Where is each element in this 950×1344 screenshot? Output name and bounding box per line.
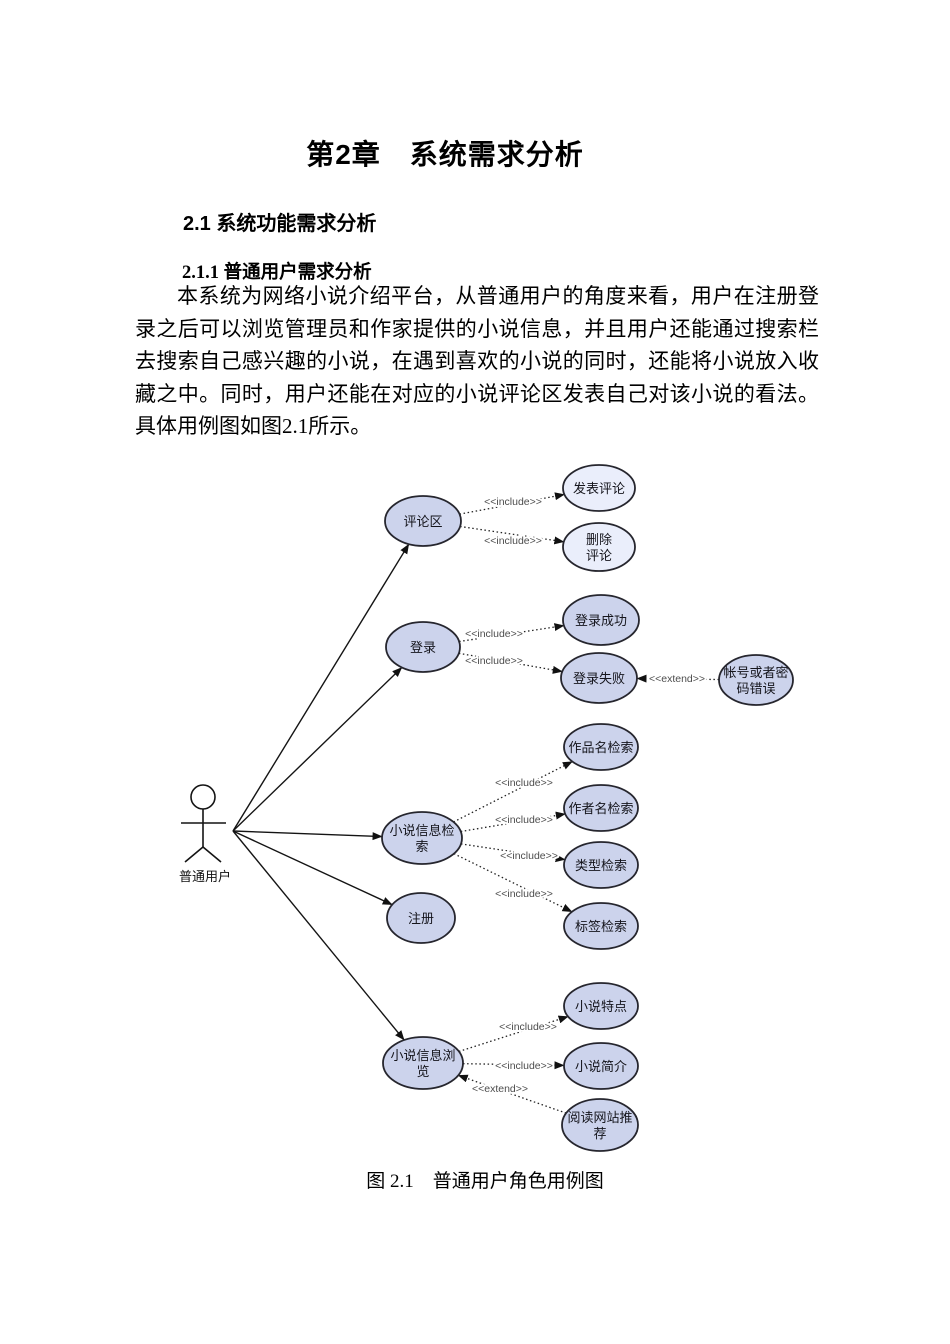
usecase-post-comment: 发表评论 bbox=[562, 464, 636, 512]
usecase-label-login-success: 登录成功 bbox=[575, 613, 627, 628]
usecase-label-search-by-title: 作品名检索 bbox=[568, 740, 633, 755]
usecase-label-login-fail: 登录失败 bbox=[573, 671, 625, 686]
usecase-label-post-comment: 发表评论 bbox=[573, 481, 625, 496]
usecase-label-wrong-account: 帐号或者密码错误 bbox=[723, 665, 788, 696]
association-line-comment-area bbox=[232, 543, 410, 832]
usecase-login-success: 登录成功 bbox=[562, 594, 640, 646]
usecase-ellipse-reading-site-rec bbox=[561, 1098, 639, 1152]
usecase-ellipse-register bbox=[386, 892, 456, 944]
association-line-novel-info-search bbox=[232, 830, 383, 841]
usecase-ellipse-comment-area bbox=[384, 495, 462, 547]
association-line-register bbox=[232, 830, 393, 906]
actor-left-leg bbox=[184, 846, 204, 863]
include-edge-login-to-login-fail bbox=[458, 652, 563, 674]
include-edge-novel-info-search-to-search-by-genre bbox=[460, 843, 566, 863]
include-stereotype-label: <<include>> bbox=[500, 850, 558, 862]
usecase-ellipse-novel-info-browse bbox=[382, 1036, 464, 1090]
usecase-novel-features: 小说特点 bbox=[563, 982, 639, 1030]
usecase-register: 注册 bbox=[386, 892, 456, 944]
usecase-label-comment-area: 评论区 bbox=[403, 514, 442, 529]
usecase-label-novel-intro: 小说简介 bbox=[575, 1059, 627, 1074]
extend-stereotype-label: <<extend>> bbox=[649, 673, 705, 685]
include-stereotype-label: <<include>> bbox=[484, 535, 542, 547]
usecase-delete-comment: 删除评论 bbox=[562, 522, 636, 572]
usecase-label-search-by-tag: 标签检索 bbox=[575, 919, 627, 934]
include-edge-novel-info-search-to-search-by-tag bbox=[453, 853, 573, 913]
chapter-title: 第2章 系统需求分析 bbox=[306, 138, 584, 170]
usecase-novel-info-search: 小说信息检索 bbox=[381, 811, 463, 865]
usecase-label-delete-comment: 删除评论 bbox=[586, 532, 612, 563]
usecase-ellipse-search-by-author bbox=[563, 784, 639, 832]
usecase-ellipse-post-comment bbox=[562, 464, 636, 512]
usecase-novel-info-browse: 小说信息浏览 bbox=[382, 1036, 464, 1090]
include-edge-novel-info-browse-to-novel-intro bbox=[462, 1061, 565, 1070]
usecase-label-register: 注册 bbox=[408, 911, 434, 926]
usecase-comment-area: 评论区 bbox=[384, 495, 462, 547]
include-stereotype-label: <<include>> bbox=[465, 628, 523, 640]
extend-edge-wrong-account-to-login-fail bbox=[636, 674, 720, 683]
usecase-ellipse-search-by-tag bbox=[563, 902, 639, 950]
usecase-ellipse-search-by-genre bbox=[563, 841, 639, 889]
usecase-ellipse-login-success bbox=[562, 594, 640, 646]
include-stereotype-label: <<include>> bbox=[465, 655, 523, 667]
diagram-edge-labels: <<include>> <<include>> <<include>> <<inclu… bbox=[463, 494, 707, 1097]
usecase-reading-site-rec: 阅读网站推荐 bbox=[561, 1098, 639, 1152]
include-stereotype-label: <<include>> bbox=[495, 1060, 553, 1072]
usecase-ellipse-novel-intro bbox=[563, 1042, 639, 1090]
include-stereotype-label: <<include>> bbox=[484, 496, 542, 508]
include-edge-novel-info-search-to-search-by-author bbox=[460, 811, 566, 833]
actor-right-leg bbox=[202, 846, 222, 863]
diagram-edges bbox=[232, 492, 720, 1114]
usecase-label-search-by-genre: 类型检索 bbox=[575, 858, 627, 873]
include-edge-login-to-login-success bbox=[459, 623, 565, 643]
usecase-ellipse-wrong-account bbox=[718, 654, 794, 706]
usecase-ellipse-delete-comment bbox=[562, 522, 636, 572]
include-stereotype-label: <<include>> bbox=[495, 777, 553, 789]
figure-caption: 图 2.1 普通用户角色用例图 bbox=[366, 1171, 604, 1192]
usecase-label-novel-features: 小说特点 bbox=[575, 999, 627, 1014]
section-heading: 2.1 系统功能需求分析 bbox=[183, 212, 377, 235]
usecase-search-by-genre: 类型检索 bbox=[563, 841, 639, 889]
actor-head bbox=[190, 784, 216, 810]
include-edge-comment-area-to-delete-comment bbox=[459, 525, 565, 545]
usecase-ellipse-login-fail bbox=[560, 652, 638, 704]
usecase-label-novel-info-search: 小说信息检索 bbox=[389, 823, 454, 854]
usecase-search-by-author: 作者名检索 bbox=[563, 784, 639, 832]
include-edge-novel-info-search-to-search-by-title bbox=[453, 760, 573, 823]
association-line-login bbox=[232, 667, 403, 832]
actor-figure: 普通用户 bbox=[179, 784, 231, 884]
usecase-login: 登录 bbox=[385, 621, 461, 673]
extend-stereotype-label: <<extend>> bbox=[472, 1083, 528, 1095]
actor-label: 普通用户 bbox=[179, 869, 231, 884]
usecase-label-search-by-author: 作者名检索 bbox=[568, 801, 633, 816]
usecase-novel-intro: 小说简介 bbox=[563, 1042, 639, 1090]
include-edge-novel-info-browse-to-novel-features bbox=[458, 1015, 569, 1053]
include-stereotype-label: <<include>> bbox=[495, 814, 553, 826]
usecase-label-reading-site-rec: 阅读网站推荐 bbox=[567, 1110, 632, 1141]
usecase-ellipse-search-by-title bbox=[563, 723, 639, 771]
usecase-search-by-tag: 标签检索 bbox=[563, 902, 639, 950]
usecase-label-novel-info-browse: 小说信息浏览 bbox=[390, 1048, 455, 1079]
usecase-ellipse-login bbox=[385, 621, 461, 673]
usecase-search-by-title: 作品名检索 bbox=[563, 723, 639, 771]
subsection-heading: 2.1.1 普通用户需求分析 bbox=[182, 262, 372, 283]
usecase-label-login: 登录 bbox=[410, 640, 436, 655]
usecase-wrong-account: 帐号或者密码错误 bbox=[718, 654, 794, 706]
body-paragraph: 本系统为网络小说介绍平台，从普通用户的角度来看，用户在注册登录之后可以浏览管理员… bbox=[135, 284, 819, 438]
usecase-ellipse-novel-info-search bbox=[381, 811, 463, 865]
include-stereotype-label: <<include>> bbox=[495, 888, 553, 900]
include-edge-comment-area-to-post-comment bbox=[459, 492, 565, 515]
extend-edge-reading-site-rec-to-novel-info-browse bbox=[457, 1074, 567, 1114]
include-stereotype-label: <<include>> bbox=[499, 1021, 557, 1033]
usecase-login-fail: 登录失败 bbox=[560, 652, 638, 704]
association-line-novel-info-browse bbox=[232, 830, 405, 1041]
usecase-ellipse-novel-features bbox=[563, 982, 639, 1030]
